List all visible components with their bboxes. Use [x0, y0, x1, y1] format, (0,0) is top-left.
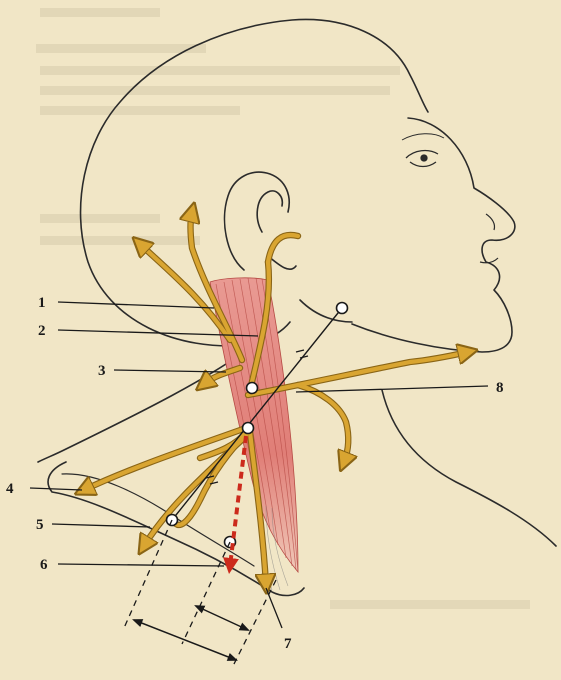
ear-inner: [257, 191, 282, 232]
red-dashed-arrow: [230, 436, 246, 566]
label-7: 7: [284, 636, 292, 652]
measure-arrow-long: [134, 620, 236, 660]
nape-line: [38, 346, 252, 462]
label-1: 1: [38, 295, 46, 311]
label-5: 5: [36, 517, 44, 533]
point-mastoid: [337, 303, 348, 314]
ear-lobe: [268, 256, 296, 269]
head-outline: [38, 19, 556, 595]
label-2: 2: [38, 323, 46, 339]
point-upper: [247, 383, 258, 394]
face-profile: [352, 118, 515, 352]
measurement-arrows: [134, 606, 248, 660]
label-6: 6: [40, 557, 48, 573]
label-8: 8: [496, 380, 504, 396]
point-erb: [243, 423, 254, 434]
label-3: 3: [98, 363, 106, 379]
neck-front: [382, 390, 556, 546]
measure-arrow-short: [196, 606, 248, 630]
eye: [402, 134, 444, 167]
label-4: 4: [6, 481, 14, 497]
ear-outline: [225, 172, 290, 270]
